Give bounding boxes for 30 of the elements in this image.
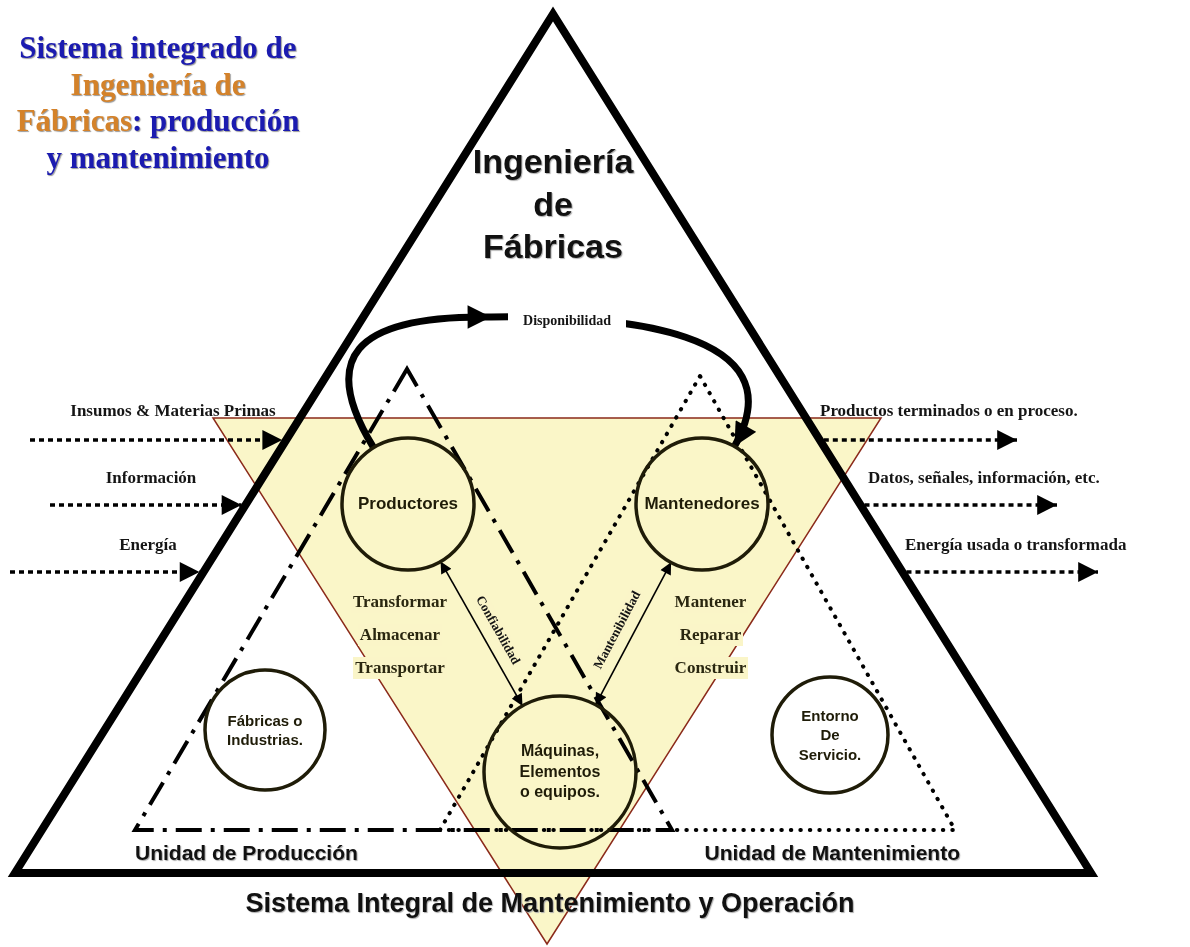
dotted-arrow xyxy=(50,495,242,515)
dotted-arrow xyxy=(10,562,200,582)
dotted-arrow xyxy=(906,562,1098,582)
dotted-arrow xyxy=(30,430,283,450)
circle-label: Mantenedores xyxy=(644,492,760,515)
circle-label: Máquinas, Elementos o equipos. xyxy=(518,740,602,803)
region-label: Ingeniería de Fábricas xyxy=(471,141,635,267)
circle-label: Entorno De Servicio. xyxy=(797,705,863,765)
dotted-arrow xyxy=(864,495,1057,515)
circle-label: Productores xyxy=(357,492,459,515)
process-circle xyxy=(203,668,327,792)
edge-label: Información xyxy=(104,468,198,488)
process-circle xyxy=(482,694,638,850)
edge-label: Insumos & Materias Primas xyxy=(69,401,277,421)
process-circle xyxy=(770,675,890,795)
double-arrow xyxy=(439,560,524,707)
circle-label: Fábricas o Industrias. xyxy=(226,710,304,750)
edge-label: Datos, señales, información, etc. xyxy=(867,468,1101,488)
edge-label: Productos terminados o en proceso. xyxy=(819,401,1079,421)
activity-label: Construir xyxy=(672,657,749,679)
process-circle xyxy=(634,436,770,572)
edge-label: Disponibilidad xyxy=(508,313,626,329)
diagram-title: Sistema integrado de Ingeniería de Fábricas: producción y mantenimiento xyxy=(15,30,301,177)
edge-label: Energía xyxy=(118,535,178,555)
edge-label: Energía usada o transformada xyxy=(904,535,1128,555)
dotted-arrow xyxy=(823,430,1017,450)
region-label: Unidad de Mantenimiento xyxy=(703,840,960,866)
region-label: Unidad de Producción xyxy=(135,840,359,866)
process-circle xyxy=(340,436,476,572)
activity-label: Transportar xyxy=(353,657,447,679)
